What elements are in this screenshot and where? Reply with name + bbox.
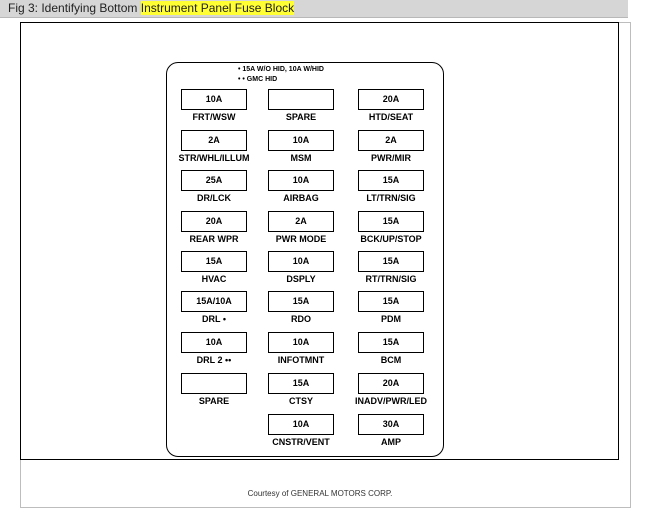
fuse-rating: 25A [181,170,247,191]
fuse-slot: 2A PWR/MIR [358,130,446,166]
fuse-label: STR/WHL/ILLUM [178,153,250,163]
fuse-rating: 10A [268,251,334,272]
fuse-label: FRT/WSW [192,112,236,122]
fuse-slot: SPARE [268,89,356,125]
fuse-label: SPARE [285,112,317,122]
fuse-rating: 30A [358,414,424,435]
fuse-label: DR/LCK [197,193,231,203]
fuse-rating [268,89,334,110]
fuse-rating: 15A [268,291,334,312]
footnotes: • 15A W/O HID, 10A W/HID • • GMC HID [238,65,324,85]
fuse-slot: SPARE [181,373,269,409]
fuse-slot: 10A CNSTR/VENT [268,414,356,450]
fuse-rating: 15A [358,170,424,191]
fuse-label: PWR MODE [275,234,327,244]
fuse-slot: 15A CTSY [268,373,356,409]
caption-prefix: Fig 3: Identifying Bottom [8,1,141,15]
footnote-double-dot: • • GMC HID [238,76,278,83]
fuse-rating: 20A [358,373,424,394]
fuse-slot: 20A HTD/SEAT [358,89,446,125]
fuse-slot: 10A FRT/WSW [181,89,269,125]
credit-line: Courtesy of GENERAL MOTORS CORP. [247,489,393,498]
fuse-rating: 15A [358,332,424,353]
fuse-rating: 15A/10A [181,291,247,312]
fuse-slot: 10A DRL 2 •• [181,332,269,368]
fuse-slot: 15A HVAC [181,251,269,287]
fuse-label: REAR WPR [189,234,239,244]
fuse-label: AIRBAG [283,193,319,203]
fuse-label: CTSY [288,396,313,406]
fuse-label: DRL 2 •• [196,355,232,365]
fuse-slot: 10A DSPLY [268,251,356,287]
fuse-rating: 10A [268,170,334,191]
fuse-label: PWR/MIR [371,153,411,163]
fuse-slot: 15A LT/TRN/SIG [358,170,446,206]
fuse-label: INFOTMNT [277,355,325,365]
fuse-slot: 15A BCM [358,332,446,368]
fuse-label: DRL • [202,314,226,324]
fuse-label: BCK/UP/STOP [360,234,422,244]
fuse-slot: 15A/10A DRL • [181,291,269,327]
fuse-rating: 15A [181,251,247,272]
fuse-slot: 15A PDM [358,291,446,327]
fuse-rating: 10A [268,130,334,151]
fuse-slot: 10A AIRBAG [268,170,356,206]
fuse-rating: 15A [268,373,334,394]
fuse-slot: 10A INFOTMNT [268,332,356,368]
fuse-rating: 2A [181,130,247,151]
fuse-rating: 15A [358,211,424,232]
fuse-rating: 20A [181,211,247,232]
fuse-slot: 10A MSM [268,130,356,166]
fuse-label: HTD/SEAT [368,112,414,122]
fuse-label: MSM [290,153,312,163]
fuse-rating: 20A [358,89,424,110]
fuse-rating: 2A [358,130,424,151]
fuse-rating: 10A [268,414,334,435]
fuse-rating: 2A [268,211,334,232]
fuse-label: CNSTR/VENT [272,437,330,447]
caption-bar: Fig 3: Identifying Bottom Instrument Pan… [0,0,628,18]
fuse-slot: 15A RDO [268,291,356,327]
fuse-label: RDO [291,314,311,324]
fuse-label: SPARE [198,396,230,406]
fuse-label: DSPLY [286,274,316,284]
fuse-slot: 2A PWR MODE [268,211,356,247]
fuse-label: INADV/PWR/LED [355,396,427,406]
fuse-rating: 15A [358,291,424,312]
fuse-slot: 20A REAR WPR [181,211,269,247]
fuse-label: LT/TRN/SIG [366,193,416,203]
fuse-label: RT/TRN/SIG [365,274,417,284]
fuse-slot: 30A AMP [358,414,446,450]
fuse-rating: 15A [358,251,424,272]
fuse-slot: 15A RT/TRN/SIG [358,251,446,287]
caption-highlight: Instrument Panel Fuse Block [140,1,295,15]
fuse-rating: 10A [181,89,247,110]
fuse-label: AMP [381,437,401,447]
fuse-rating: 10A [181,332,247,353]
fuse-label: BCM [380,355,402,365]
fuse-rating: 10A [268,332,334,353]
fuse-rating [181,373,247,394]
fuse-slot: 20A INADV/PWR/LED [355,373,446,409]
fuse-slot: 25A DR/LCK [181,170,269,206]
fuse-slot: 15A BCK/UP/STOP [358,211,446,247]
figure-caption: Fig 3: Identifying Bottom Instrument Pan… [8,1,295,16]
footnote-single-dot: • 15A W/O HID, 10A W/HID [238,66,324,73]
fuse-slot: 2A STR/WHL/ILLUM [179,130,269,166]
fuse-label: PDM [381,314,401,324]
fuse-label: HVAC [201,274,227,284]
